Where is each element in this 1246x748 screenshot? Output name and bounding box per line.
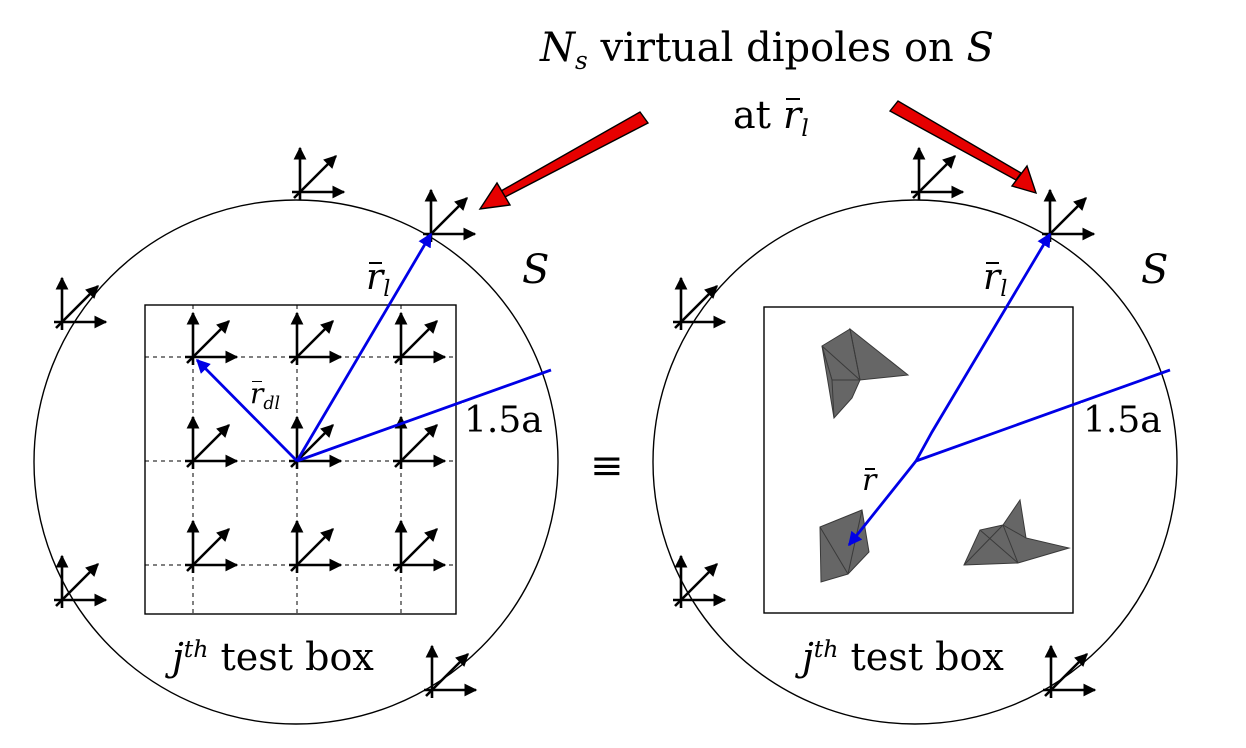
right-test-box [763, 306, 1074, 614]
left-rl-vector [295, 232, 433, 462]
right-r-symbol: r [862, 463, 877, 498]
title-text: virtual dipoles on [600, 25, 954, 71]
right-r-label: r [862, 466, 876, 496]
equivalence-symbol: ≡ [590, 443, 624, 489]
left-test-box [144, 304, 457, 615]
left-caption-j: j [172, 635, 184, 679]
left-rdl-vector [196, 359, 298, 462]
virtual-dipole-icon [424, 644, 478, 698]
right-surface-circle [652, 199, 1178, 725]
pointer-arrows [478, 100, 1038, 210]
right-rl-symbol: r [983, 257, 1001, 298]
test-dipole-icon [393, 311, 447, 365]
rl-subscript: l [801, 113, 809, 142]
left-rl-subscript: l [383, 276, 391, 303]
left-virtual-dipoles [54, 146, 478, 698]
virtual-dipole-icon [911, 146, 965, 200]
virtual-dipole-icon [292, 146, 346, 200]
title-surface-symbol: S [966, 25, 994, 71]
right-panel [652, 146, 1178, 725]
at-text: at [733, 93, 771, 137]
left-caption-text: test box [220, 635, 374, 679]
title-line-2: at rl [733, 93, 809, 140]
right-rl-label: rl [983, 257, 1007, 301]
left-caption-sup: th [183, 635, 209, 664]
left-test-dipoles [185, 311, 447, 573]
right-pointer-arrow [888, 100, 1038, 195]
virtual-dipole-icon [673, 554, 727, 608]
right-rl-subscript: l [1000, 276, 1008, 303]
virtual-dipole-icon [54, 554, 108, 608]
left-rdl-label: rdl [250, 377, 280, 413]
title-line-1: Ns virtual dipoles on S [540, 25, 994, 73]
virtual-dipole-icon [673, 276, 727, 330]
test-dipole-icon [185, 415, 239, 469]
right-radius-label: 1.5a [1081, 400, 1164, 441]
test-dipole-icon [289, 415, 343, 469]
left-radius-line [296, 368, 552, 463]
left-box-caption: jth test box [172, 635, 374, 679]
test-dipole-icon [393, 519, 447, 573]
left-surface-circle [33, 199, 559, 725]
mesh-object-top [821, 327, 910, 420]
mesh-object-bottom-right [963, 498, 1071, 566]
right-r-vector [847, 460, 918, 547]
right-virtual-dipoles [673, 146, 1097, 698]
left-rdl-subscript: dl [263, 393, 281, 414]
left-pointer-arrow [478, 111, 650, 210]
right-surface-label: S [1141, 247, 1169, 293]
n-subscript: s [575, 46, 588, 76]
left-rdl-symbol: r [250, 377, 264, 410]
right-radius-line [915, 368, 1171, 463]
virtual-dipole-icon [1043, 644, 1097, 698]
right-caption-j: j [802, 635, 814, 679]
right-rl-vector [914, 232, 1052, 462]
test-dipole-icon [185, 519, 239, 573]
virtual-dipole-icon [54, 276, 108, 330]
test-dipole-icon [289, 519, 343, 573]
mesh-object-bottom-left [819, 509, 870, 583]
test-dipole-icon [393, 415, 447, 469]
right-box-caption: jth test box [802, 635, 1004, 679]
n-symbol: N [540, 25, 575, 71]
rl-symbol: r [783, 93, 802, 137]
left-panel [33, 146, 559, 725]
right-caption-sup: th [813, 635, 839, 664]
test-dipole-icon [289, 311, 343, 365]
left-surface-label: S [522, 247, 550, 293]
left-radius-label: 1.5a [462, 400, 545, 441]
right-caption-text: test box [850, 635, 1004, 679]
test-dipole-icon [185, 311, 239, 365]
left-rl-symbol: r [366, 257, 384, 298]
left-rl-label: rl [366, 257, 390, 301]
